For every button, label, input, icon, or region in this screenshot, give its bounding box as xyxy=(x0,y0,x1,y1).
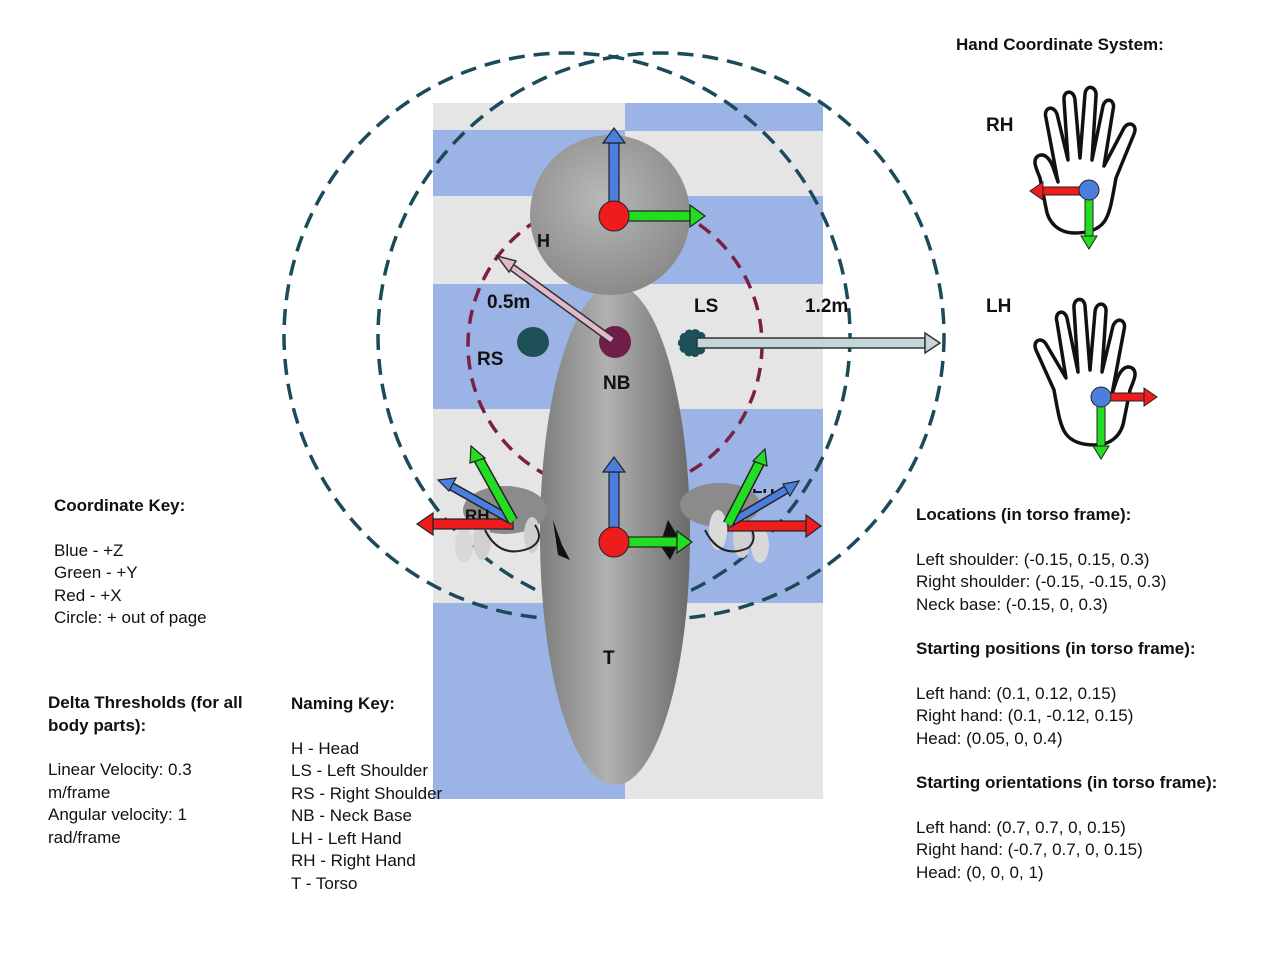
coordinate-key-line: Green - +Y xyxy=(54,563,138,582)
starting-positions-line: Head: (0.05, 0, 0.4) xyxy=(916,728,1063,748)
delta-thresholds-line: Linear Velocity: 0.3 xyxy=(48,760,192,779)
naming-key-line: NB - Neck Base xyxy=(291,806,412,825)
coordinate-key: Coordinate Key: Blue - +Z Green - +Y Red… xyxy=(54,495,207,630)
starting-orientations-title: Starting orientations (in torso frame): xyxy=(916,773,1218,792)
starting-orientations-line: Left hand: (0.7, 0.7, 0, 0.15) xyxy=(916,817,1126,837)
outer-radius-arrow xyxy=(696,337,926,349)
lh-hand-outline-icon xyxy=(1033,297,1158,460)
coordinate-key-line: Red - +X xyxy=(54,585,122,605)
delta-thresholds-line: rad/frame xyxy=(48,827,121,847)
torso-frame-info: Locations (in torso frame): Left shoulde… xyxy=(916,504,1217,884)
delta-thresholds: Delta Thresholds (for all body parts): L… xyxy=(48,692,243,849)
naming-key-line: LH - Left Hand xyxy=(291,828,402,848)
naming-key-title: Naming Key: xyxy=(291,694,395,713)
coordinate-key-title: Coordinate Key: xyxy=(54,496,186,515)
left-hand-axes xyxy=(723,447,823,539)
locations-line: Neck base: (-0.15, 0, 0.3) xyxy=(916,594,1108,614)
locations-title: Locations (in torso frame): xyxy=(916,505,1132,524)
label-right-shoulder: RS xyxy=(477,349,504,370)
naming-key-line: RH - Right Hand xyxy=(291,851,416,870)
label-neck-base: NB xyxy=(603,373,631,394)
outer-reach-circle-right xyxy=(282,51,852,621)
head-axes xyxy=(598,126,707,232)
naming-key-line: T - Torso xyxy=(291,873,358,893)
delta-thresholds-title: Delta Thresholds (for all xyxy=(48,693,243,712)
coordinate-key-line: Blue - +Z xyxy=(54,540,124,560)
right-hand-axes xyxy=(415,444,518,537)
torso-axes xyxy=(598,455,694,558)
starting-orientations-line: Head: (0, 0, 0, 1) xyxy=(916,862,1044,882)
naming-key-line: LS - Left Shoulder xyxy=(291,761,429,780)
naming-key-line: RS - Right Shoulder xyxy=(291,783,443,803)
naming-key-line: H - Head xyxy=(291,738,360,758)
label-left-shoulder: LS xyxy=(694,296,719,317)
coordinate-key-line: Circle: + out of page xyxy=(54,608,207,627)
starting-positions-line: Right hand: (0.1, -0.12, 0.15) xyxy=(916,706,1134,725)
outer-reach-circle-left xyxy=(376,51,946,621)
locations-line: Left shoulder: (-0.15, 0.15, 0.3) xyxy=(916,549,1150,569)
locations-line: Right shoulder: (-0.15, -0.15, 0.3) xyxy=(916,572,1167,591)
delta-thresholds-line: Angular velocity: 1 xyxy=(48,805,187,824)
delta-thresholds-line: m/frame xyxy=(48,782,111,802)
label-right-hand-partial: RH xyxy=(465,506,489,525)
starting-positions-line: Left hand: (0.1, 0.12, 0.15) xyxy=(916,683,1117,703)
starting-positions-title: Starting positions (in torso frame): xyxy=(916,639,1196,658)
starting-orientations-line: Right hand: (-0.7, 0.7, 0, 0.15) xyxy=(916,840,1143,859)
label-outer-radius: 1.2m xyxy=(805,296,849,317)
label-head: H xyxy=(537,231,550,251)
label-left-hand-partial: LH xyxy=(752,489,775,498)
naming-key: Naming Key: H - Head LS - Left Shoulder … xyxy=(291,693,442,895)
right-shoulder-marker xyxy=(517,327,549,357)
label-inner-radius: 0.5m xyxy=(487,292,531,313)
hand-system-lh-label: LH xyxy=(986,296,1012,317)
label-torso: T xyxy=(603,648,615,669)
hand-system-title: Hand Coordinate System: xyxy=(956,35,1164,54)
delta-thresholds-title: body parts): xyxy=(48,715,147,735)
hand-system-rh-label: RH xyxy=(986,115,1014,136)
rh-hand-outline-icon xyxy=(1029,85,1137,250)
